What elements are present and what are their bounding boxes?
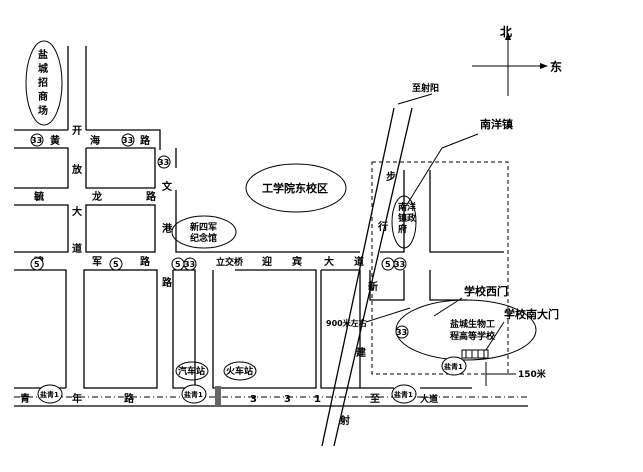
num-3b: 3 <box>284 394 291 405</box>
huanghai-3: 路 <box>140 134 151 147</box>
road-names: 开 放 大 道 文 港 路 黄 海 路 毓 龙 路 建 军 路 迎 宾 大 道 … <box>20 125 438 427</box>
compass-north: 北 <box>500 24 512 39</box>
kaifang-1: 开 <box>72 125 82 137</box>
jianjun-2: 军 <box>92 256 102 268</box>
dist-900-leader <box>365 307 411 323</box>
west-gate-leader <box>433 297 463 317</box>
nanyang-gov-label: 南洋 镇政 府 <box>398 201 419 235</box>
south-gate-label: 学校南大门 <box>504 307 559 321</box>
sheyang-line-1: 至 <box>370 393 380 405</box>
bus-station-outline <box>175 361 209 381</box>
bus-5-b: 5 <box>113 260 119 269</box>
nanyang-gov-outline <box>391 195 417 249</box>
compass-east: 东 <box>550 59 562 74</box>
bus-33-e: 33 <box>394 260 405 269</box>
qingnian-3: 路 <box>124 392 135 405</box>
wengang-3: 路 <box>162 276 173 289</box>
dist-900-label: 900米左右 <box>326 318 367 328</box>
bus-33-d: 33 <box>184 260 195 269</box>
yulong-3: 路 <box>146 190 157 203</box>
wengang-2: 港 <box>162 222 173 235</box>
nanyang-town-leader2 <box>405 147 443 207</box>
bus-yanqing-a: 盐青1 <box>40 390 59 399</box>
sheyang-line-2: 射 <box>339 414 350 427</box>
sheyang-road-east-edge <box>333 107 413 447</box>
yancheng-mall-line2: 城 <box>38 62 48 75</box>
school-gate-marker <box>461 349 489 359</box>
huanghai-2: 海 <box>90 134 100 147</box>
yulong-2: 龙 <box>91 190 102 203</box>
bu-2: 行 <box>377 220 388 233</box>
bus-stops: 33 33 33 5 5 5 33 5 33 33 盐青1 盐青1 盐青1 盐青… <box>30 133 467 404</box>
to-sheyang-label: 至射阳 <box>412 82 439 94</box>
wengang-1: 文 <box>162 180 173 193</box>
train-station-outline <box>223 361 257 381</box>
yancheng-mall-outline <box>25 40 63 126</box>
yingbin-2: 宾 <box>292 255 302 268</box>
bu-1: 步 <box>386 170 396 183</box>
road-dao: 大道 <box>420 393 438 405</box>
bus-33-a: 33 <box>31 136 42 145</box>
num-1: 1 <box>314 394 321 405</box>
south-gate-leader <box>485 321 505 351</box>
bus-5-a: 5 <box>34 260 40 269</box>
west-gate-label: 学校西门 <box>464 284 508 298</box>
yingbin-1: 迎 <box>262 255 272 268</box>
kaifang-3: 大 <box>72 205 82 218</box>
liananqiao-label: 立交桥 <box>216 256 244 268</box>
bus-33-b: 33 <box>122 136 133 145</box>
xinsijun-memorial-outline <box>171 215 237 249</box>
engineering-east-label: 工学院东校区 <box>262 181 328 195</box>
city-blocks <box>14 129 528 407</box>
bus-5-d: 5 <box>385 260 391 269</box>
school-label: 盐城生物工 程高等学校 <box>450 318 498 342</box>
bus-yanqing-b: 盐青1 <box>184 390 203 399</box>
qingnian-1: 青 <box>20 392 30 405</box>
sheyang-road-west-edge <box>321 107 395 447</box>
dist-150-label: 150米 <box>518 368 547 380</box>
yancheng-mall-line4: 商 <box>38 90 48 103</box>
xinsijun-memorial-label: 新四军 纪念馆 <box>190 221 220 244</box>
num-3a: 3 <box>250 394 257 405</box>
engineering-east-outline <box>245 163 347 213</box>
bus-33-f: 33 <box>396 328 407 337</box>
xin-2: 建 <box>355 346 367 359</box>
kaifang-2: 放 <box>71 163 83 176</box>
to-sheyang-leader <box>397 93 433 105</box>
nanyang-town-leader <box>441 133 479 149</box>
yancheng-mall-line5: 场 <box>38 104 48 117</box>
yancheng-mall-line3: 招 <box>38 76 48 89</box>
kaifang-4: 道 <box>72 242 82 255</box>
xin-1: 新 <box>368 280 378 293</box>
yingbin-4: 道 <box>354 255 364 268</box>
bus-yanqing-d: 盐青1 <box>444 362 463 371</box>
bus-yanqing-c: 盐青1 <box>394 390 413 399</box>
bus-33-c: 33 <box>158 158 169 167</box>
railway-crossing <box>215 386 221 406</box>
nanyang-town-label: 南洋镇 <box>480 117 513 131</box>
yancheng-mall-line1: 盐 <box>38 48 48 61</box>
compass: 北 东 <box>472 24 562 96</box>
bus-station-label: 汽车站 <box>178 365 205 377</box>
qingnian-2: 年 <box>72 392 82 405</box>
huanghai-1: 黄 <box>50 134 60 147</box>
yingbin-3: 大 <box>324 255 334 268</box>
bus-5-c: 5 <box>175 260 181 269</box>
train-station-label: 火车站 <box>226 365 253 377</box>
yulong-1: 毓 <box>34 190 44 203</box>
nanyang-town-boundary <box>371 161 509 375</box>
jianjun-3: 路 <box>140 255 151 268</box>
yancheng-mall-label: 盐 城 招 商 场 <box>38 48 51 117</box>
